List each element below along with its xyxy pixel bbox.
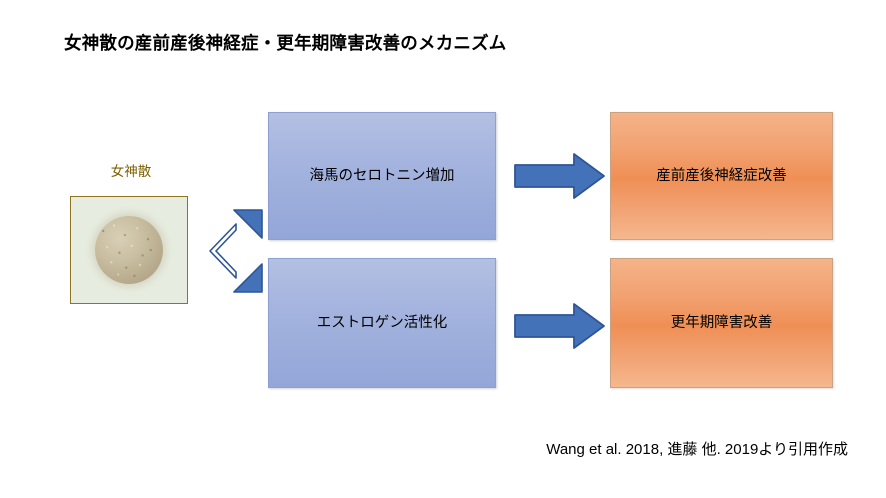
mechanism-box-serotonin[interactable]: 海馬のセロトニン増加 bbox=[268, 112, 496, 240]
mechanism-box-estrogen-label: エストロゲン活性化 bbox=[316, 314, 448, 331]
drug-powder-photo bbox=[70, 196, 188, 304]
outcome-box-menopause[interactable]: 更年期障害改善 bbox=[610, 258, 833, 388]
outcome-box-prenatal-postnatal-label: 産前産後神経症改善 bbox=[656, 167, 787, 184]
mechanism-box-serotonin-label: 海馬のセロトニン増加 bbox=[309, 167, 455, 184]
drug-name-label: 女神散 bbox=[110, 164, 152, 179]
outcome-box-prenatal-postnatal[interactable]: 産前産後神経症改善 bbox=[610, 112, 833, 240]
mechanism-box-estrogen[interactable]: エストロゲン活性化 bbox=[268, 258, 496, 388]
arrow-right-icon bbox=[514, 153, 605, 199]
arrow-right-icon bbox=[514, 303, 605, 349]
powder-disc bbox=[95, 216, 163, 284]
split-arrow-right-icon bbox=[209, 209, 263, 293]
page-title: 女神散の産前産後神経症・更年期障害改善のメカニズム bbox=[64, 33, 507, 53]
citation-text: Wang et al. 2018, 進藤 他. 2019より引用作成 bbox=[546, 441, 848, 458]
powder-grain-texture bbox=[95, 216, 163, 284]
outcome-box-menopause-label: 更年期障害改善 bbox=[670, 314, 773, 331]
